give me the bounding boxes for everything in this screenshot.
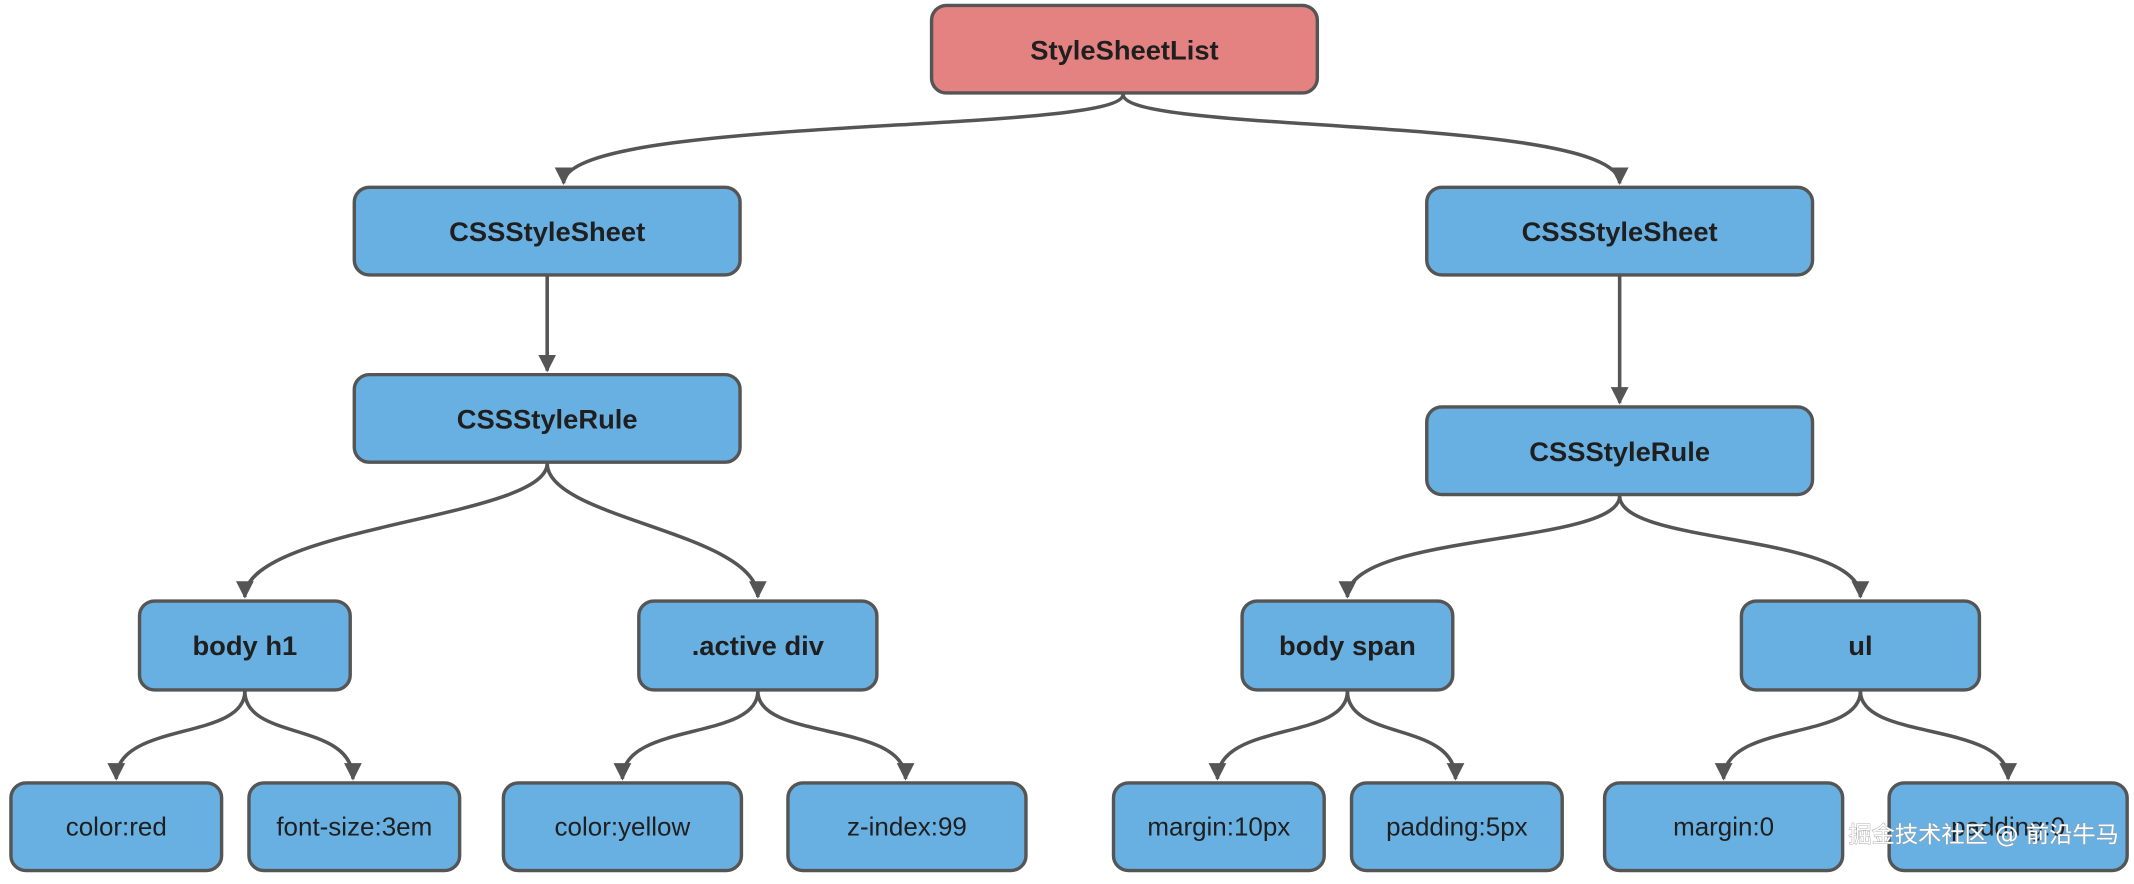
edge-active-div-to-color-yellow <box>613 691 760 781</box>
edge-ul-to-margin-0 <box>1714 691 1863 781</box>
node-label: padding:5px <box>1386 814 1528 842</box>
node-label: .active div <box>692 630 824 661</box>
node-label: margin:10px <box>1147 814 1290 842</box>
edge-rule-left-to-active-div <box>545 463 767 599</box>
node-declaration-padding-0: padding:0 <box>1887 781 2129 873</box>
node-stylesheetlist: StyleSheetList <box>929 3 1320 95</box>
node-label: margin:0 <box>1673 814 1774 842</box>
node-cssstylesheet-left: CSSStyleSheet <box>352 185 742 277</box>
edge-root-to-sheet-left <box>554 93 1125 186</box>
node-label: CSSStyleSheet <box>1522 216 1718 247</box>
node-selector-body-span: body span <box>1240 599 1455 692</box>
node-label: padding:0 <box>1951 814 2065 842</box>
node-declaration-margin-0: margin:0 <box>1602 781 1845 873</box>
node-label: body h1 <box>192 630 297 661</box>
node-selector-active-div: .active div <box>637 599 879 692</box>
edge-body-h1-to-font-size <box>243 691 362 781</box>
edge-root-to-sheet-right <box>1121 93 1629 186</box>
node-cssstylerule-left: CSSStyleRule <box>352 372 742 464</box>
node-label: color:red <box>66 814 167 842</box>
node-label: z-index:99 <box>847 814 967 842</box>
edge-body-h1-to-color-red <box>107 691 247 781</box>
node-cssstylerule-right: CSSStyleRule <box>1425 405 1815 497</box>
node-declaration-z-index: z-index:99 <box>786 781 1028 873</box>
node-declaration-color-yellow: color:yellow <box>501 781 744 873</box>
watermark-text: 掘金技术社区 @ 前沿牛马 <box>1848 823 2119 849</box>
node-label: CSSStyleSheet <box>449 216 645 247</box>
node-label: StyleSheetList <box>1030 34 1218 65</box>
node-label: ul <box>1848 630 1872 661</box>
node-selector-ul: ul <box>1739 599 1982 692</box>
node-label: CSSStyleRule <box>1529 436 1710 467</box>
node-declaration-padding-5px: padding:5px <box>1349 781 1564 873</box>
edge-body-span-to-padding-5px <box>1345 691 1465 781</box>
node-selector-body-h1: body h1 <box>137 599 352 692</box>
node-cssstylesheet-right: CSSStyleSheet <box>1425 185 1815 277</box>
node-declaration-color-red: color:red <box>9 781 224 873</box>
edge-rule-left-to-body-h1 <box>236 463 549 599</box>
node-declaration-margin-10px: margin:10px <box>1111 781 1326 873</box>
node-declaration-font-size: font-size:3em <box>247 781 462 873</box>
node-label: color:yellow <box>555 814 691 842</box>
node-label: font-size:3em <box>276 814 432 842</box>
edge-rule-right-to-body-span <box>1338 495 1622 599</box>
node-label: CSSStyleRule <box>457 404 638 435</box>
connector-group <box>107 93 2018 781</box>
edge-active-div-to-z-index <box>756 691 915 781</box>
edge-body-span-to-margin-10px <box>1208 691 1350 781</box>
node-label: body span <box>1279 630 1416 661</box>
edge-rule-right-to-ul <box>1617 495 1870 599</box>
edge-ul-to-padding-0 <box>1858 691 2018 781</box>
